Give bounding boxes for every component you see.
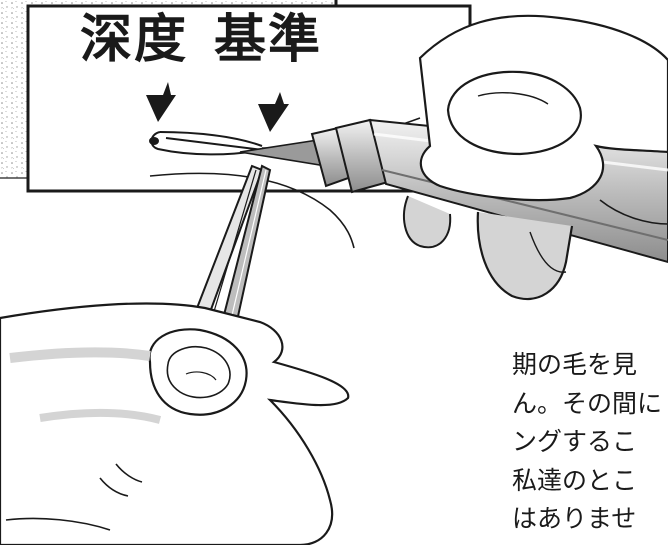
arrow-down-icon bbox=[258, 92, 289, 132]
skin-line bbox=[149, 172, 355, 249]
label-base: 基準 bbox=[214, 10, 323, 70]
body-text: 期の毛を見 ん。その間に ングするこ 私達のとこ はありませ bbox=[512, 346, 668, 539]
hand-icon bbox=[403, 14, 668, 301]
body-text-line: はありませ bbox=[512, 504, 637, 533]
arrow-down-icon bbox=[146, 82, 176, 122]
body-text-line: 期の毛を見 bbox=[512, 350, 638, 379]
body-text-line: ングするこ bbox=[512, 427, 638, 456]
hand-icon bbox=[0, 302, 350, 545]
label-depth: 深度 bbox=[80, 10, 189, 70]
body-text-line: ん。その間に bbox=[512, 388, 663, 418]
body-text-line: 私達のとこ bbox=[512, 465, 638, 495]
